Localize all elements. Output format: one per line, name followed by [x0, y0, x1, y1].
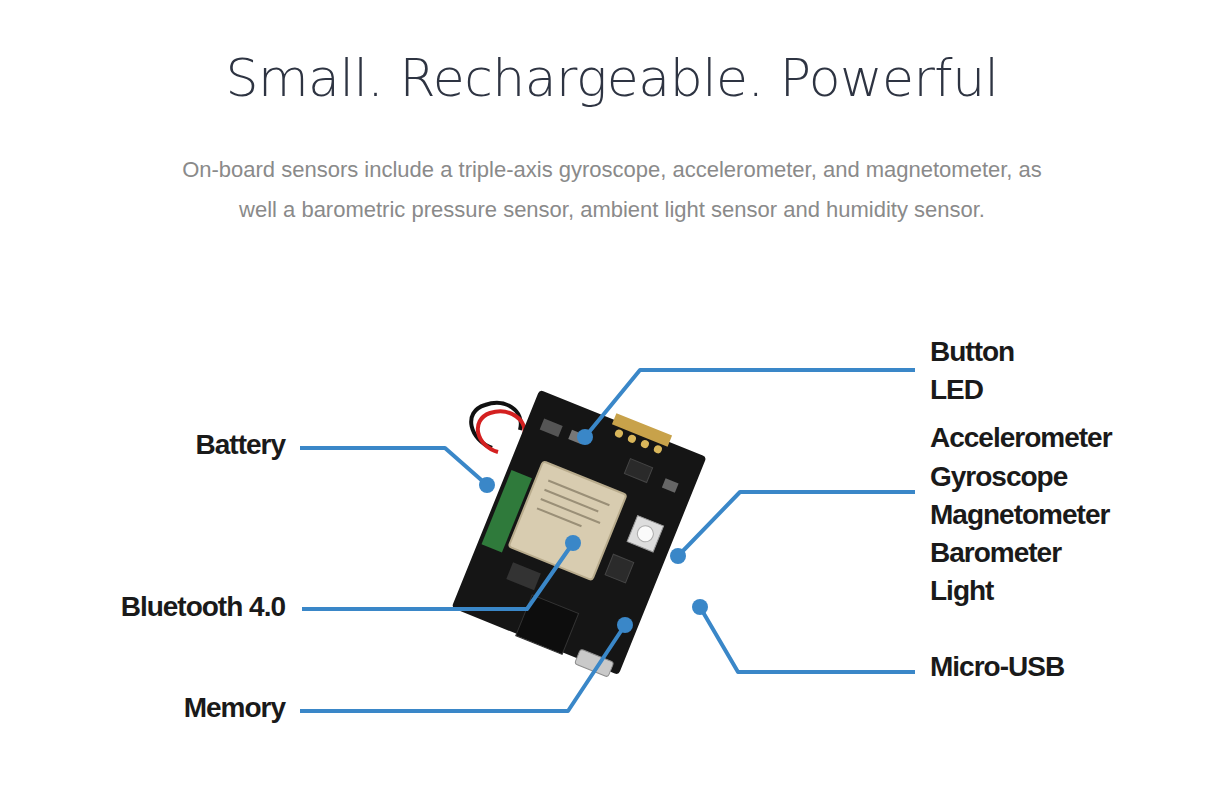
part-label: Barometer	[930, 536, 1061, 570]
leader-lines	[300, 370, 915, 711]
part-label: Gyroscope	[930, 460, 1067, 494]
page-title: Small. Rechargeable. Powerful	[0, 48, 1224, 108]
part-label: Magnetometer	[930, 498, 1109, 532]
part-label: Memory	[184, 691, 285, 725]
part-label: LED	[930, 373, 983, 407]
part-label: Button	[930, 335, 1014, 369]
leader-dots	[479, 429, 708, 633]
pcb-board	[449, 383, 709, 680]
part-label: Battery	[196, 428, 285, 462]
part-label: Accelerometer	[930, 421, 1112, 455]
page-caption: On-board sensors include a triple-axis g…	[162, 150, 1062, 230]
part-label: Micro-USB	[930, 650, 1064, 684]
part-label: Bluetooth 4.0	[121, 590, 285, 624]
part-label: Light	[930, 574, 993, 608]
